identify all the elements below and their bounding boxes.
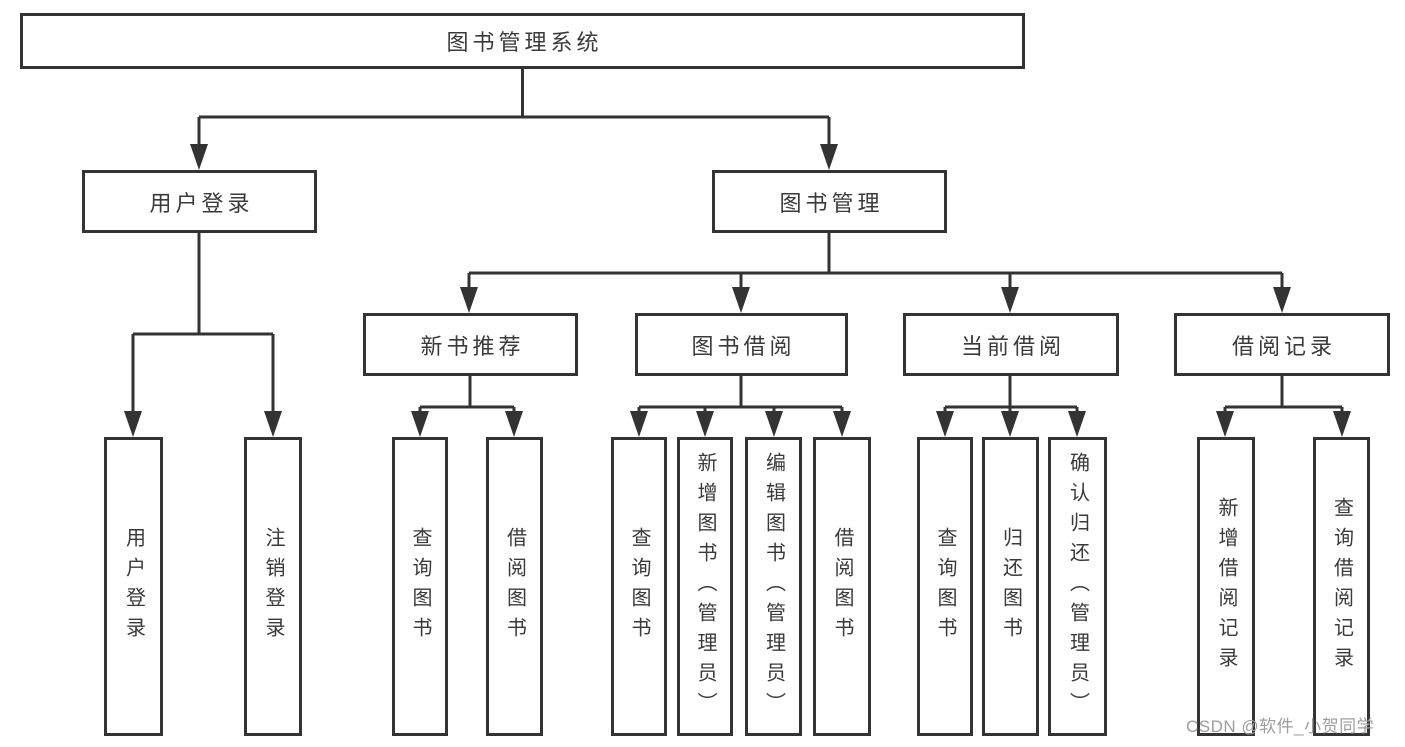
arrowhead-icon [124, 411, 142, 437]
arrowhead-icon [190, 144, 208, 170]
arrowhead-icon [460, 287, 478, 313]
node-borrow-record-label: 借阅记录 [1231, 333, 1336, 359]
arrowhead-icon [820, 144, 838, 170]
leaf-edit-book-admin-label: 编辑图书（管理员） [762, 451, 785, 722]
leaf-return-book-label: 归还图书 [999, 526, 1022, 647]
leaf-query-borrow-record: 查询借阅记录 [1313, 437, 1370, 736]
leaf-return-book: 归还图书 [982, 437, 1039, 736]
leaf-add-borrow-record: 新增借阅记录 [1197, 437, 1255, 736]
node-new-book-recommend-label: 新书推荐 [420, 333, 525, 359]
leaf-logout: 注销登录 [244, 437, 302, 736]
node-book-borrow: 图书借阅 [635, 313, 848, 376]
leaf-user-login-label: 用户登录 [122, 526, 145, 647]
node-user-login: 用户登录 [82, 170, 317, 233]
leaf-borrow-book: 借阅图书 [813, 437, 871, 736]
arrowhead-icon [505, 411, 523, 437]
node-library-management-system-label: 图书管理系统 [446, 30, 603, 55]
leaf-add-book-admin-label: 新增图书（管理员） [694, 451, 716, 722]
arrowhead-icon [765, 411, 783, 437]
leaf-add-borrow-record-label: 新增借阅记录 [1215, 496, 1237, 677]
arrowhead-icon [732, 287, 750, 313]
node-library-management-system: 图书管理系统 [20, 13, 1025, 69]
leaf-confirm-return-admin-label: 确认归还（管理员） [1066, 451, 1089, 722]
node-current-borrow-label: 当前借阅 [960, 333, 1065, 359]
arrowhead-icon [696, 411, 714, 437]
leaf-query-book-current: 查询图书 [917, 437, 973, 736]
arrowhead-icon [833, 411, 851, 437]
node-book-management-label: 图书管理 [779, 190, 884, 216]
arrowhead-icon [1333, 411, 1351, 437]
node-book-borrow-label: 图书借阅 [691, 333, 796, 359]
arrowhead-icon [1001, 287, 1019, 313]
arrowhead-icon [630, 411, 648, 437]
leaf-borrow-book-recommend-label: 借阅图书 [503, 526, 526, 647]
node-borrow-record: 借阅记录 [1174, 313, 1390, 376]
leaf-query-book-borrow-label: 查询图书 [628, 526, 650, 647]
leaf-confirm-return-admin: 确认归还（管理员） [1048, 437, 1107, 736]
arrowhead-icon [264, 411, 282, 437]
leaf-borrow-book-recommend: 借阅图书 [486, 437, 543, 736]
leaf-query-book-current-label: 查询图书 [934, 526, 956, 647]
node-user-login-label: 用户登录 [149, 190, 254, 216]
leaf-query-book-borrow: 查询图书 [611, 437, 667, 736]
leaf-query-book-recommend-label: 查询图书 [409, 526, 431, 647]
leaf-borrow-book-label: 借阅图书 [831, 526, 853, 647]
arrowhead-icon [1068, 411, 1086, 437]
arrowhead-icon [411, 411, 429, 437]
node-new-book-recommend: 新书推荐 [363, 313, 578, 376]
node-current-borrow: 当前借阅 [903, 313, 1119, 376]
arrowhead-icon [1273, 287, 1291, 313]
arrowhead-icon [936, 411, 954, 437]
leaf-edit-book-admin: 编辑图书（管理员） [745, 437, 802, 736]
leaf-query-book-recommend: 查询图书 [392, 437, 448, 736]
leaf-add-book-admin: 新增图书（管理员） [677, 437, 733, 736]
leaf-query-borrow-record-label: 查询借阅记录 [1330, 496, 1353, 677]
leaf-user-login: 用户登录 [104, 437, 163, 736]
csdn-watermark: CSDN @软件_小贺同学 [1186, 717, 1375, 736]
leaf-logout-label: 注销登录 [262, 526, 284, 647]
arrowheads [124, 144, 1351, 437]
arrowhead-icon [1001, 411, 1019, 437]
node-book-management: 图书管理 [712, 170, 947, 233]
arrowhead-icon [1216, 411, 1234, 437]
